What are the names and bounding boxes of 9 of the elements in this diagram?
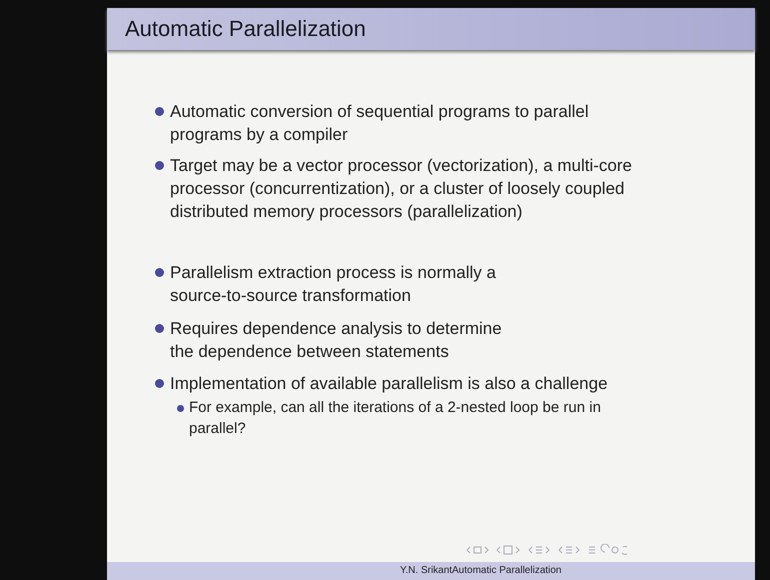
bullet-text: Requires dependence analysis to determine the dependence between statements	[170, 318, 503, 363]
bullet-text: Target may be a vector processor (vectorization), a multi-core processor (concurrentization), or a cluster of loosely coupled distributed memory processors (parallelization)	[170, 155, 634, 223]
bullet-text: Automatic conversion of sequential programs to parallel programs by a compiler	[170, 101, 590, 146]
footer-text: Y.N. Srikant	[400, 565, 452, 576]
footer-text: Automatic Parallelization	[452, 565, 562, 576]
bullet-text: Implementation of available parallelism is also a challenge	[170, 373, 609, 395]
sub-bullet-text: For example, can all the iterations of a 2-nested loop be run in parallel?	[189, 398, 602, 439]
slide-title: Automatic Parallelization	[125, 16, 366, 42]
bullet-text: Parallelism extraction process is normally a source-to-source transformation	[170, 262, 497, 307]
